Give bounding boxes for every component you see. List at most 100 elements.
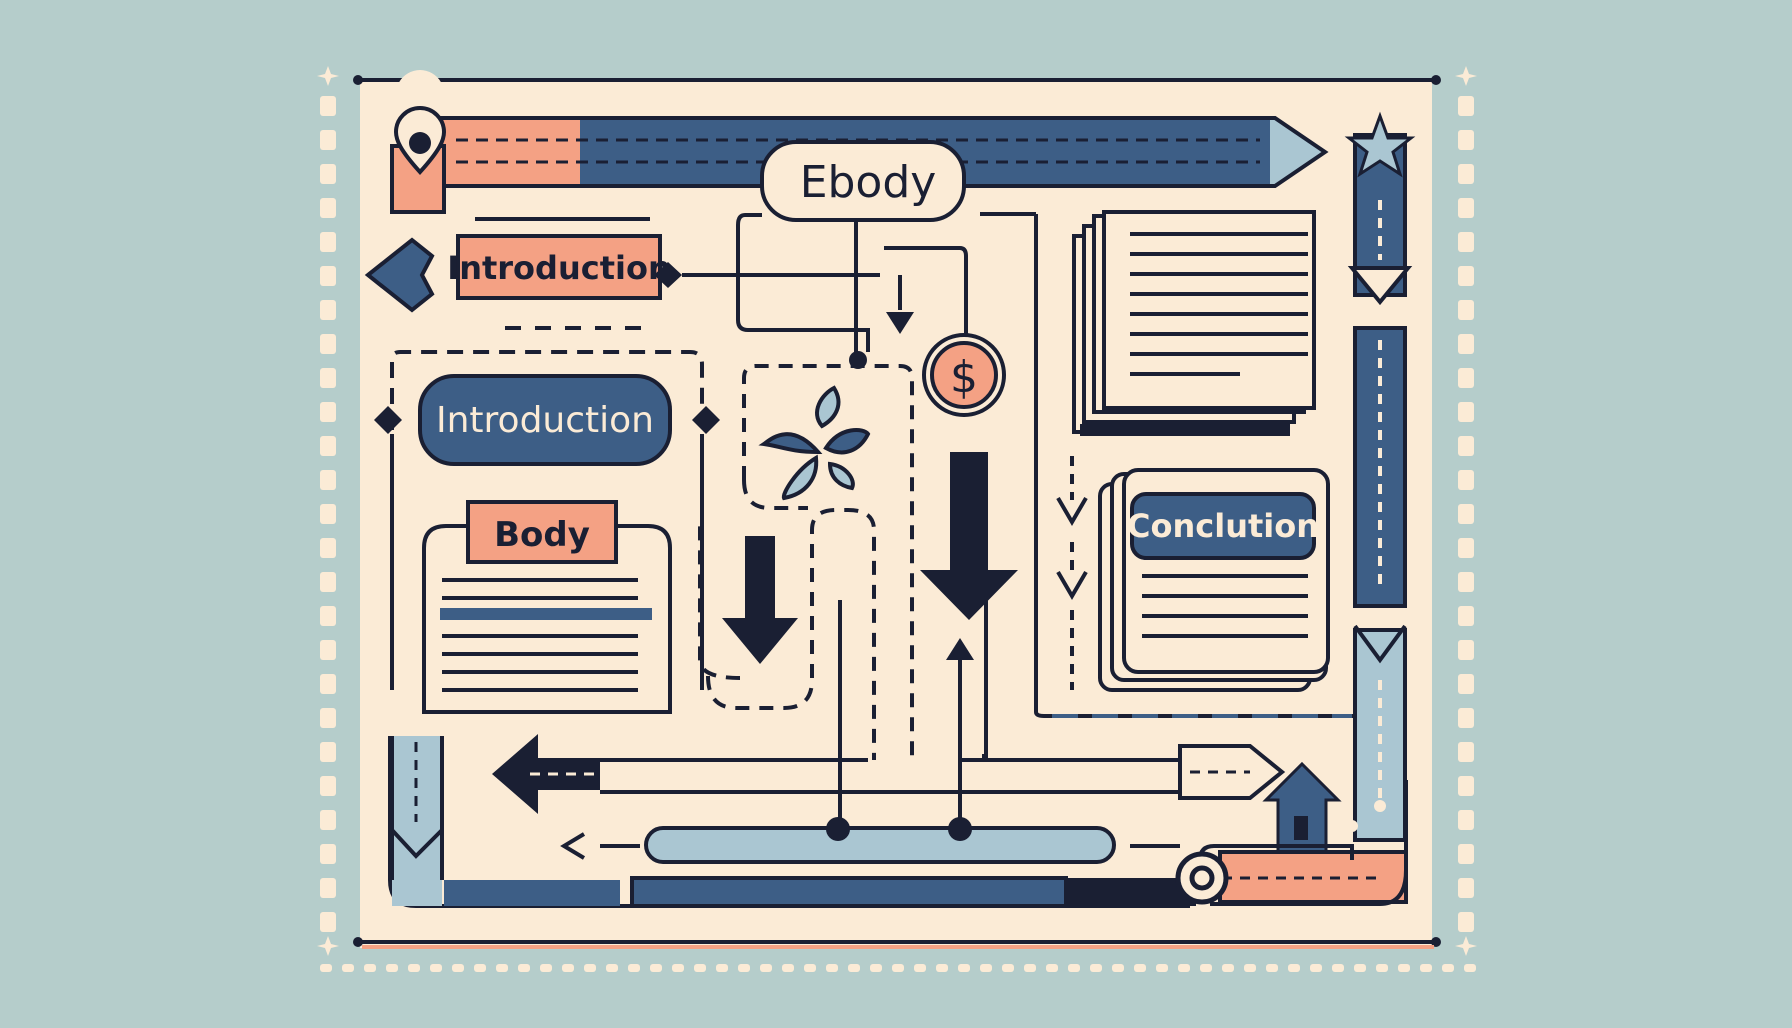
- conclusion-document[interactable]: Conclution: [1098, 468, 1330, 692]
- frame-dot: [914, 964, 926, 972]
- arrow-left-icon: [492, 734, 600, 814]
- frame-dot: [320, 232, 336, 252]
- frame-dot: [672, 964, 684, 972]
- frame-dot: [1458, 674, 1474, 694]
- arrow-down-icon: [722, 452, 1018, 664]
- frame-dot: [518, 964, 530, 972]
- frame-dot: [1458, 436, 1474, 456]
- dotted-frame: [320, 96, 1476, 972]
- frame-dot: [936, 964, 948, 972]
- frame-dot: [496, 964, 508, 972]
- frame-dot: [1458, 164, 1474, 184]
- frame-dot: [320, 130, 336, 150]
- frame-dot: [1458, 708, 1474, 728]
- frame-dot: [562, 964, 574, 972]
- frame-dot: [540, 964, 552, 972]
- frame-dot: [826, 964, 838, 972]
- frame-dot: [342, 964, 354, 972]
- frame-dot: [1156, 964, 1168, 972]
- frame-dot: [1046, 964, 1058, 972]
- ebody-label: Ebody: [800, 157, 937, 208]
- frame-dot: [1134, 964, 1146, 972]
- ebody-node[interactable]: Ebody: [760, 140, 966, 222]
- small-arrows-down-right: [1056, 456, 1088, 690]
- frame-dot: [320, 470, 336, 490]
- frame-dot: [1376, 964, 1388, 972]
- frame-dot: [1458, 232, 1474, 252]
- frame-dot: [892, 964, 904, 972]
- slider-knob[interactable]: [1175, 851, 1229, 905]
- frame-dot: [474, 964, 486, 972]
- introduction-main-node[interactable]: Introduction: [418, 374, 672, 466]
- frame-dot: [430, 964, 442, 972]
- frame-dot: [1458, 810, 1474, 830]
- frame-dot: [782, 964, 794, 972]
- frame-dot: [320, 300, 336, 320]
- conclusion-label: Conclution: [1127, 507, 1319, 545]
- frame-dot: [320, 436, 336, 456]
- dollar-coin-icon: $: [922, 333, 1006, 417]
- frame-dot: [1068, 964, 1080, 972]
- frame-dot: [320, 164, 336, 184]
- frame-dot: [320, 912, 336, 932]
- body-label: Body: [494, 515, 590, 555]
- frame-dot: [1458, 368, 1474, 388]
- frame-dot: [1266, 964, 1278, 972]
- frame-dot: [1458, 504, 1474, 524]
- frame-dot: [1458, 402, 1474, 422]
- frame-dot: [320, 402, 336, 422]
- frame-dot: [606, 964, 618, 972]
- progress-slider[interactable]: [560, 817, 1116, 864]
- frame-dot: [804, 964, 816, 972]
- frame-dot: [716, 964, 728, 972]
- frame-dot: [386, 964, 398, 972]
- frame-dot: [1464, 964, 1476, 972]
- frame-dot: [320, 368, 336, 388]
- frame-dot: [584, 964, 596, 972]
- introduction-small-node[interactable]: Introduction: [364, 234, 671, 313]
- frame-dot: [1458, 878, 1474, 898]
- frame-dot: [1458, 334, 1474, 354]
- frame-dot: [650, 964, 662, 972]
- leaf-icon: [758, 385, 871, 501]
- frame-dot: [320, 810, 336, 830]
- frame-dot: [1458, 912, 1474, 932]
- frame-dot: [1458, 96, 1474, 116]
- frame-dot: [1458, 198, 1474, 218]
- frame-dot: [694, 964, 706, 972]
- frame-dot: [1288, 964, 1300, 972]
- frame-dot: [320, 742, 336, 762]
- frame-dot: [1458, 130, 1474, 150]
- frame-dot: [1354, 964, 1366, 972]
- arrow-up-icon: [946, 638, 974, 832]
- top-banner-arrow: [438, 116, 1329, 188]
- frame-dot: [320, 572, 336, 592]
- frame-dot: [1458, 742, 1474, 762]
- frame-dot: [320, 674, 336, 694]
- frame-dot: [320, 640, 336, 660]
- frame-dot: [320, 844, 336, 864]
- frame-dot: [320, 538, 336, 558]
- frame-dot: [320, 776, 336, 796]
- svg-text:$: $: [950, 352, 978, 403]
- frame-dot: [760, 964, 772, 972]
- frame-dot: [1398, 964, 1410, 972]
- frame-dot: [1090, 964, 1102, 972]
- frame-dot: [1458, 776, 1474, 796]
- frame-dot: [320, 878, 336, 898]
- frame-dot: [1458, 844, 1474, 864]
- frame-dot: [848, 964, 860, 972]
- frame-dot: [452, 964, 464, 972]
- frame-dot: [1244, 964, 1256, 972]
- frame-dot: [1024, 964, 1036, 972]
- frame-dot: [958, 964, 970, 972]
- frame-dot: [1458, 640, 1474, 660]
- frame-dot: [1178, 964, 1190, 972]
- frame-dot: [320, 504, 336, 524]
- frame-dot: [738, 964, 750, 972]
- body-document[interactable]: Body: [422, 500, 672, 714]
- frame-dot: [408, 964, 420, 972]
- frame-dot: [320, 606, 336, 626]
- right-tag-arrow: [1178, 744, 1286, 800]
